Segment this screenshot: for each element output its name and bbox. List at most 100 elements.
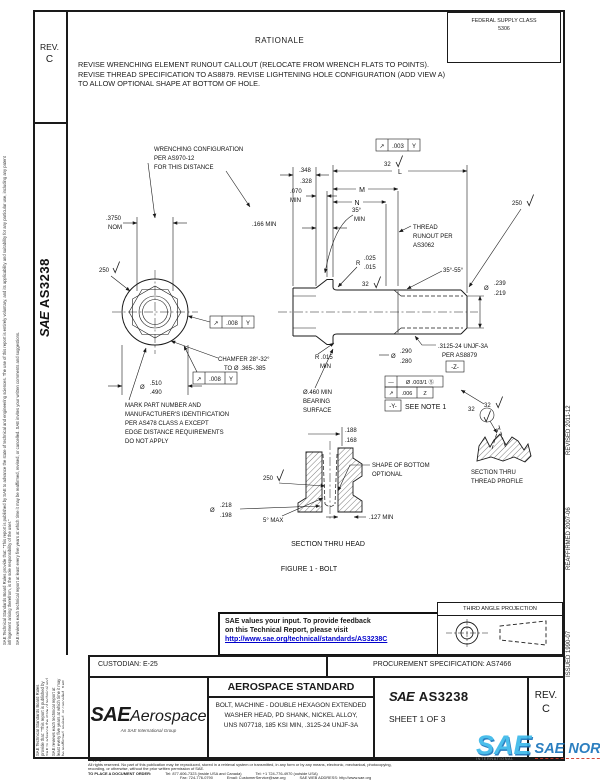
title-rev-value: C: [542, 703, 550, 715]
svg-text:↗: ↗: [379, 144, 384, 150]
surface-finish-icon: [112, 261, 120, 274]
watermark-name: SAE NORM: [534, 741, 600, 757]
corner-note-2: SAE reviews each technical report at lea…: [52, 678, 64, 756]
dim-r025: .025: [364, 256, 376, 262]
svg-text:FOR THIS DISTANCE: FOR THIS DISTANCE: [154, 165, 213, 171]
footer-tel1: Tel: 877-606-7323 (inside USA and Canada…: [165, 770, 242, 776]
footer-fax: Fax: 724-776-0790: [180, 775, 213, 781]
wrenching-note: WRENCHING CONFIGURATION PER AS970-12 FOR…: [147, 147, 251, 219]
title-block: SAEAerospace An SAE International Group …: [88, 676, 565, 761]
surface-finish-icon: [373, 276, 382, 289]
dim-280: .280: [400, 359, 412, 365]
runout-frame-head-points: ↗ .008 Y: [187, 315, 255, 329]
doc-number-cell: SAE AS3238 SHEET 1 OF 3: [375, 678, 529, 759]
finish-32-profile: 32: [468, 407, 475, 413]
watermark-sae-glyph: SAE: [476, 733, 532, 760]
sheet-number: SHEET 1 OF 3: [389, 714, 446, 724]
rev-label: REV.: [39, 42, 60, 52]
footer-email: Email: CustomerService@sae.org: [226, 775, 286, 781]
fsc-line1: FEDERAL SUPPLY CLASS: [471, 18, 537, 24]
sheet-border: [33, 10, 565, 759]
svg-text:DO NOT APPLY: DO NOT APPLY: [125, 439, 168, 445]
rev-cell: REV. C: [529, 678, 563, 759]
standard-type: AEROSPACE STANDARD: [209, 678, 373, 698]
dia-symbol: Ø: [484, 286, 489, 292]
section-thru-head-label: SECTION THRU HEAD: [291, 541, 365, 548]
svg-text:↗: ↗: [196, 377, 201, 383]
footer-rights2: recording, or otherwise, without the pri…: [88, 766, 205, 772]
svg-text:.008: .008: [209, 377, 221, 383]
dim-348: .348: [299, 168, 311, 174]
datum-y-box: [384, 399, 402, 412]
doc-number-vertical: AS3238: [37, 258, 52, 309]
datum-z-box: [445, 360, 465, 373]
surface-finish-icon: [483, 410, 492, 423]
angle-cone: 35°: [352, 208, 362, 214]
reaffirmed-date: REAFFIRMED 2007-06: [566, 507, 572, 570]
runout-frame-head-od: ↗ .008 Y: [183, 345, 238, 385]
upper-dimensions: ↗ .003 Y 32 L .348 .328 .070 MIN M: [147, 138, 534, 293]
corner-note-1: SAE Technical Standards Board Rules prov…: [36, 678, 48, 756]
head-end-view: .3750 NOM 250 ↗ .008 Y Ø .510 .490 ↗: [99, 216, 270, 445]
angle-cone-min: MIN: [354, 217, 365, 223]
dim-127: .127 MIN: [369, 515, 393, 521]
svg-text:AS3062: AS3062: [413, 243, 435, 249]
svg-text:BEARING: BEARING: [303, 399, 330, 405]
footer-web: SAE WEB ADDRESS: http://www.sae.org: [299, 775, 372, 781]
issued-date: ISSUED 1990-07: [566, 630, 572, 677]
dim-L: L: [398, 169, 402, 176]
svg-text:Ø.460 MIN: Ø.460 MIN: [303, 390, 332, 396]
feedback-box: SAE values your input. To provide feedba…: [218, 612, 440, 656]
datum-z: -Z-: [451, 365, 459, 371]
svg-text:.003: .003: [392, 144, 404, 150]
dim-M: M: [359, 187, 365, 194]
straightness-frame: — Ø .003/1 Ⓢ: [384, 375, 444, 388]
angle-point: 35°-55°: [443, 268, 464, 274]
rev-box: REV. C: [33, 10, 68, 124]
footer-copyright: Copyright 2011 SAE International: [88, 757, 146, 762]
feedback-line2: on this Technical Report, please visit: [225, 627, 348, 635]
dim-188: .188: [345, 428, 357, 434]
footer-tel2: Tel: +1 724-776-4970 (outside USA): [255, 770, 318, 776]
federal-supply-class-box: FEDERAL SUPPLY CLASS 5306: [447, 12, 561, 63]
figure-1-bolt-drawing: .3750 NOM 250 ↗ .008 Y Ø .510 .490 ↗: [99, 138, 534, 573]
dim-166: .166 MIN: [252, 222, 276, 228]
projection-label: THIRD ANGLE PROJECTION: [438, 603, 562, 616]
sae-logo-vertical: SAE: [37, 311, 52, 337]
feedback-url[interactable]: http://www.sae.org/technical/standards/A…: [225, 636, 388, 644]
aerospace-logo-text: Aerospace: [130, 708, 207, 725]
finish-32-bearing: 32: [484, 403, 491, 409]
rev-value: C: [45, 54, 54, 65]
footer-order-label: TO PLACE A DOCUMENT ORDER:: [88, 770, 152, 776]
surface-finish-icon: [495, 396, 504, 409]
dim-328: .328: [300, 179, 312, 185]
dim-290: .290: [400, 349, 412, 355]
svg-text:↗: ↗: [213, 321, 218, 327]
procurement-spec: PROCUREMENT SPECIFICATION: AS7466: [373, 661, 512, 668]
surface-finish-icon: [526, 194, 534, 207]
dia-symbol: Ø: [391, 354, 396, 360]
projection-box: THIRD ANGLE PROJECTION: [437, 602, 563, 655]
sae-norm-watermark: SAE INTERNATIONAL SAE NORM: [476, 733, 600, 776]
rationale-title: RATIONALE: [255, 36, 305, 45]
dim-218: .218: [220, 503, 232, 509]
dim-r015: .015: [364, 265, 376, 271]
svg-text:.006: .006: [402, 391, 413, 397]
shape-note-1: SHAPE OF BOTTOM: [372, 463, 430, 469]
finish-32-shank: 32: [384, 162, 391, 168]
surface-finish-icon: [395, 155, 404, 168]
info-row: CUSTODIAN: E-25 PROCUREMENT SPECIFICATIO…: [88, 655, 565, 678]
chamfer-note-1: CHAMFER 28°-32°: [218, 357, 270, 363]
section-thread-label-1: SECTION THRU: [471, 470, 516, 476]
see-note-1: SEE NOTE 1: [405, 404, 446, 411]
svg-text:SURFACE: SURFACE: [303, 408, 331, 414]
svg-text:Ø .003/1 Ⓢ: Ø .003/1 Ⓢ: [406, 378, 435, 386]
dim-3750: .3750: [106, 216, 122, 222]
svg-text:EDGE DISTANCE REQUIREMENTS: EDGE DISTANCE REQUIREMENTS: [125, 430, 224, 436]
angle-5max: 5° MAX: [263, 518, 283, 524]
title-line1: BOLT, MACHINE - DOUBLE HEXAGON EXTENDED: [215, 702, 367, 709]
section-thru-head: .188 .168 250 Ø .218 .198 5° MAX .127 MI…: [210, 427, 430, 573]
third-angle-projection-icon: [446, 619, 547, 647]
surface-finish-icon: [276, 469, 285, 482]
thread-spec-2: PER AS8879: [442, 353, 478, 359]
